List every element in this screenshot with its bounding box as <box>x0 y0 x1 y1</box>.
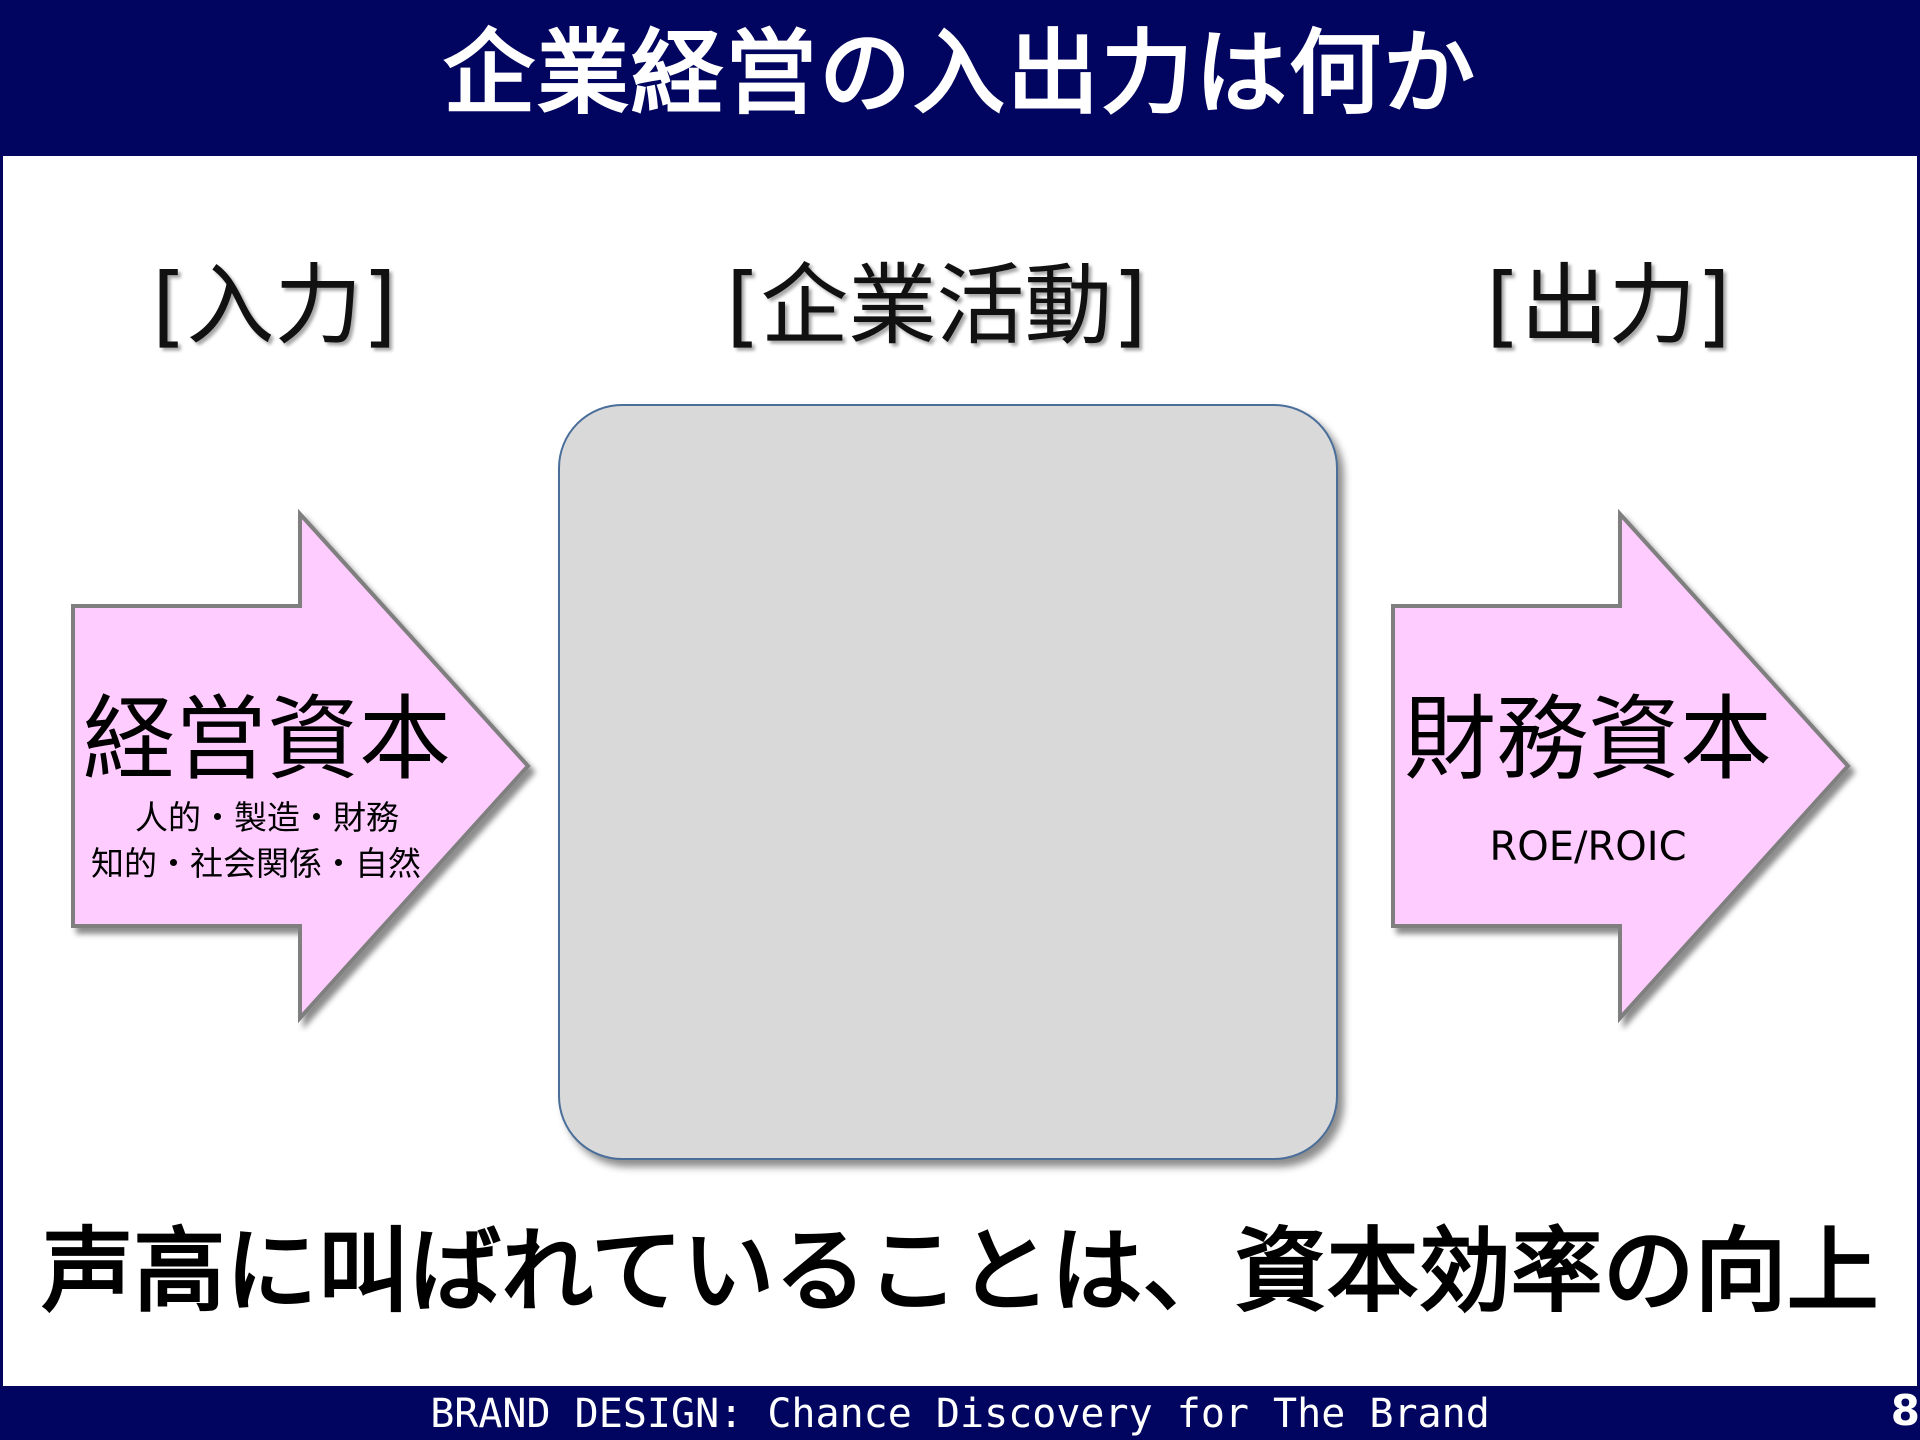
output-arrow-shape <box>1391 508 1851 1024</box>
slide-title: 企業経営の入出力は何か <box>442 20 1477 127</box>
footer-bar <box>0 1386 1920 1440</box>
activity-label: [企業活動] <box>726 254 1147 357</box>
output-arrow-subtitle: ROE/ROIC <box>1489 824 1687 870</box>
output-arrow-title: 財務資本 <box>1403 686 1772 793</box>
footer-text: BRAND DESIGN: Chance Discovery for The B… <box>430 1391 1490 1437</box>
title-bar: 企業経営の入出力は何か <box>0 0 1920 156</box>
input-arrow-subtitle-1: 人的・製造・財務 <box>135 798 399 837</box>
input-label: [入力] <box>152 254 397 357</box>
right-border <box>1917 156 1920 1386</box>
corporate-activity-box <box>558 404 1338 1160</box>
output-label: [出力] <box>1486 254 1731 357</box>
left-border <box>0 156 3 1386</box>
input-arrow-title: 経営資本 <box>82 686 451 793</box>
page-number: 8 <box>1890 1386 1920 1435</box>
input-arrow-shape <box>71 508 531 1024</box>
conclusion-text: 声高に叫ばれていることは、資本効率の向上 <box>41 1218 1879 1325</box>
input-arrow-subtitle-2: 知的・社会関係・自然 <box>91 844 421 883</box>
